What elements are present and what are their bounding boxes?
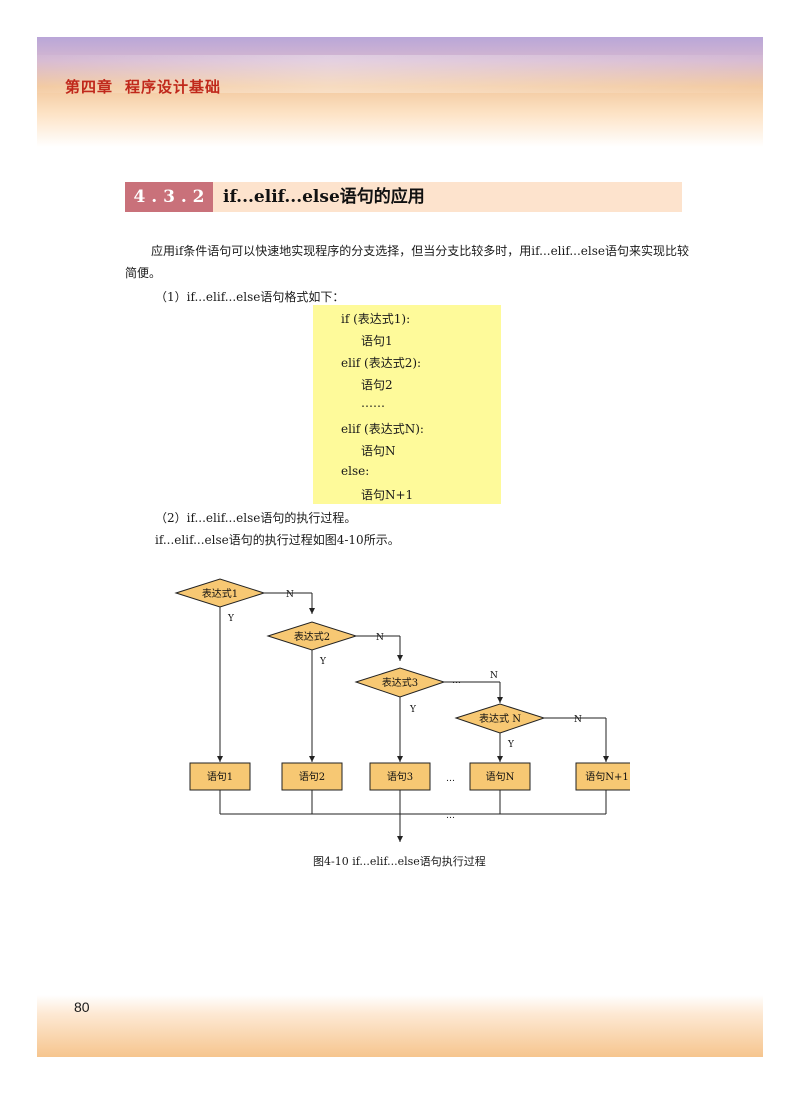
statement-label: 语句N — [486, 770, 515, 783]
ellipsis: … — [452, 676, 461, 686]
code-line: …… — [361, 396, 385, 410]
flowchart: 表达式1 表达式2 表达式3 表达式 N 语句1 语句2 语句3 语句N 语句N… — [174, 578, 630, 842]
item-2-text: （2）if...elif...else语句的执行过程。 — [155, 511, 357, 525]
condition-label: 表达式3 — [382, 676, 418, 689]
page-header-band — [37, 37, 763, 147]
code-line: if (表达式1): — [341, 312, 411, 326]
ellipsis: … — [446, 774, 455, 784]
no-label: N — [574, 715, 582, 725]
ellipsis: … — [446, 811, 455, 821]
code-line: 语句2 — [361, 378, 393, 392]
item-1-text: （1）if...elif...else语句格式如下： — [155, 290, 345, 304]
section-title: if...elif...else语句的应用 — [223, 187, 425, 207]
condition-label: 表达式 N — [479, 712, 521, 725]
condition-label: 表达式1 — [202, 587, 238, 600]
statement-box-n — [469, 762, 531, 791]
condition-diamond-2 — [266, 621, 358, 651]
code-line: elif (表达式2): — [341, 356, 422, 370]
section-number: 4 . 3 . 2 — [125, 182, 213, 212]
code-format-box: if (表达式1): 语句1 elif (表达式2): 语句2 …… elif … — [313, 305, 501, 504]
code-line: 语句N+1 — [361, 488, 414, 502]
chapter-number: 第四章 — [65, 78, 114, 96]
intro-paragraph: 应用if条件语句可以快速地实现程序的分支选择，但当分支比较多时，用if...el… — [125, 244, 690, 280]
figure-caption: 图4-10 if...elif...else语句执行过程 — [313, 855, 486, 868]
yes-label: Y — [319, 657, 327, 667]
condition-diamond-1 — [174, 578, 266, 608]
yes-label: Y — [227, 614, 235, 624]
no-label: N — [490, 671, 498, 681]
code-line: 语句N — [361, 444, 396, 458]
statement-label: 语句2 — [299, 770, 325, 783]
condition-diamond-3 — [354, 667, 446, 698]
code-line: 语句1 — [361, 334, 393, 348]
code-line: elif (表达式N): — [341, 422, 424, 436]
yes-label: Y — [507, 740, 515, 750]
page-footer-band — [37, 995, 763, 1057]
item-2-description: if...elif...else语句的执行过程如图4-10所示。 — [155, 533, 400, 547]
chapter-heading: 第四章程序设计基础 — [65, 76, 233, 97]
statement-box-3 — [369, 762, 431, 791]
statement-label: 语句3 — [387, 770, 413, 783]
yes-label: Y — [409, 705, 417, 715]
statement-box-2 — [281, 762, 343, 791]
statement-box-n-plus-1 — [575, 762, 630, 791]
condition-diamond-4 — [454, 703, 546, 734]
chapter-title: 程序设计基础 — [125, 78, 222, 96]
statement-label: 语句N+1 — [585, 770, 629, 783]
no-label: N — [376, 633, 384, 643]
no-label: N — [286, 590, 294, 600]
statement-label: 语句1 — [207, 770, 233, 783]
condition-label: 表达式2 — [294, 630, 330, 643]
statement-box-1 — [189, 762, 251, 791]
page-number: 80 — [74, 999, 90, 1015]
code-line: else: — [341, 464, 370, 478]
section-heading: 4 . 3 . 2 if...elif...else语句的应用 — [125, 182, 682, 212]
